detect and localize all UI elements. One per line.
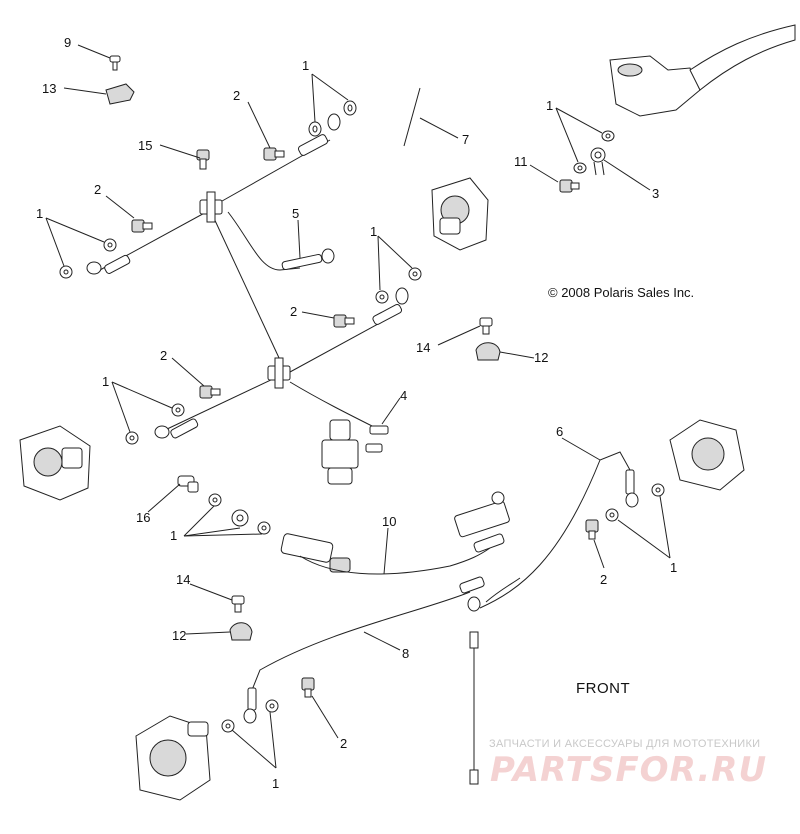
washer-lower-left-1 [171,403,185,417]
washer-group-1f-1 [208,493,222,507]
washer-mid-1 [375,290,389,304]
callout-8: 8 [402,646,409,661]
caliper-front-right [431,177,489,251]
callout-2: 2 [290,304,297,319]
junction-block [454,491,510,553]
callout-11: 11 [514,154,528,169]
callout-1: 1 [102,374,109,389]
callout-2: 2 [600,572,607,587]
part-16-bleeder [177,475,199,493]
part-12-clamp-lower [229,622,253,641]
washer-upper-left-1 [103,238,117,252]
callout-14: 14 [416,340,430,355]
washer-lower-2 [265,699,279,713]
part-13-clip [105,83,135,105]
washer-upper-right-2 [343,100,357,116]
bolt-6 [585,519,599,540]
callout-12: 12 [172,628,186,643]
callout-4: 4 [400,388,407,403]
bolt-lower [301,677,315,698]
callout-5: 5 [292,206,299,221]
washer-6-2 [605,508,619,522]
front-line-upper [467,577,521,612]
bolt-mid [333,314,355,328]
washer-lower-left-2 [125,431,139,445]
part-14-bolt-lower [231,595,245,613]
callout-3: 3 [652,186,659,201]
bolt-upper-2 [131,219,153,233]
banjo-fitting-upper-left [86,254,131,275]
proportioning-valve [321,419,389,485]
brake-line-8 [243,576,485,724]
callout-1: 1 [170,528,177,543]
callout-numbers: 9 13 2 1 15 7 1 11 3 2 1 5 1 2 14 12 2 1… [36,35,677,791]
callout-1: 1 [36,206,43,221]
callout-1: 1 [272,776,279,791]
callout-1: 1 [546,98,553,113]
callout-1: 1 [302,58,309,73]
caliper-left [19,425,91,501]
lower-tee-fitting [267,357,291,389]
caliper-front-right-lower [669,419,745,491]
washer-11b [573,162,587,174]
callout-15: 15 [138,138,152,153]
washer-upper-right-1 [308,121,322,137]
washer-upper-left-2 [59,265,73,279]
callout-7: 7 [462,132,469,147]
callout-2: 2 [94,182,101,197]
front-label: FRONT [576,680,631,697]
callout-13: 13 [42,81,56,96]
copyright-notice: © 2008 Polaris Sales Inc. [548,285,695,300]
callout-2: 2 [233,88,240,103]
callout-2: 2 [160,348,167,363]
callout-9: 9 [64,35,71,50]
bolt-11 [559,179,580,193]
vertical-cable [469,631,479,785]
fitting-3 [590,147,606,176]
callout-1: 1 [370,224,377,239]
bolt-upper-1 [263,147,285,161]
upper-brake-lines [99,139,401,431]
washer-lower-1 [221,719,235,733]
washer-group-1f-3 [257,521,271,535]
brake-line-6 [479,451,639,609]
brake-line-10 [299,547,491,575]
part-9-screw [109,55,121,71]
part-14-bolt [479,317,493,335]
banjo-fitting-mid [372,287,409,325]
banjo-fitting-lower-left [154,418,199,439]
rear-master-cylinder [280,533,351,573]
washer-group-1f-2 [231,509,249,527]
callout-1: 1 [670,560,677,575]
callout-16: 16 [136,510,150,525]
part-12-clamp [475,342,501,361]
watermark-logo: PARTSFOR.RU [490,750,768,790]
washer-6-1 [651,483,665,497]
callout-2: 2 [340,736,347,751]
part-7-rod [403,87,421,147]
callout-10: 10 [382,514,396,529]
washer-11a [601,130,615,142]
bolt-lower-left [199,385,221,399]
upper-tee-fitting [199,191,223,223]
caliper-lower-left [135,715,211,801]
watermark-tagline: ЗАПЧАСТИ И АКСЕССУАРЫ ДЛЯ МОТОТЕХНИКИ [489,738,761,750]
master-cylinder [609,24,796,117]
washer-mid-2 [408,267,422,281]
bolt-15 [196,149,210,170]
callout-12: 12 [534,350,548,365]
banjo-fitting-upper-right [297,113,341,156]
callout-6: 6 [556,424,563,439]
part-5-line-end [281,248,335,271]
callout-14: 14 [176,572,190,587]
leader-lines [45,44,671,769]
